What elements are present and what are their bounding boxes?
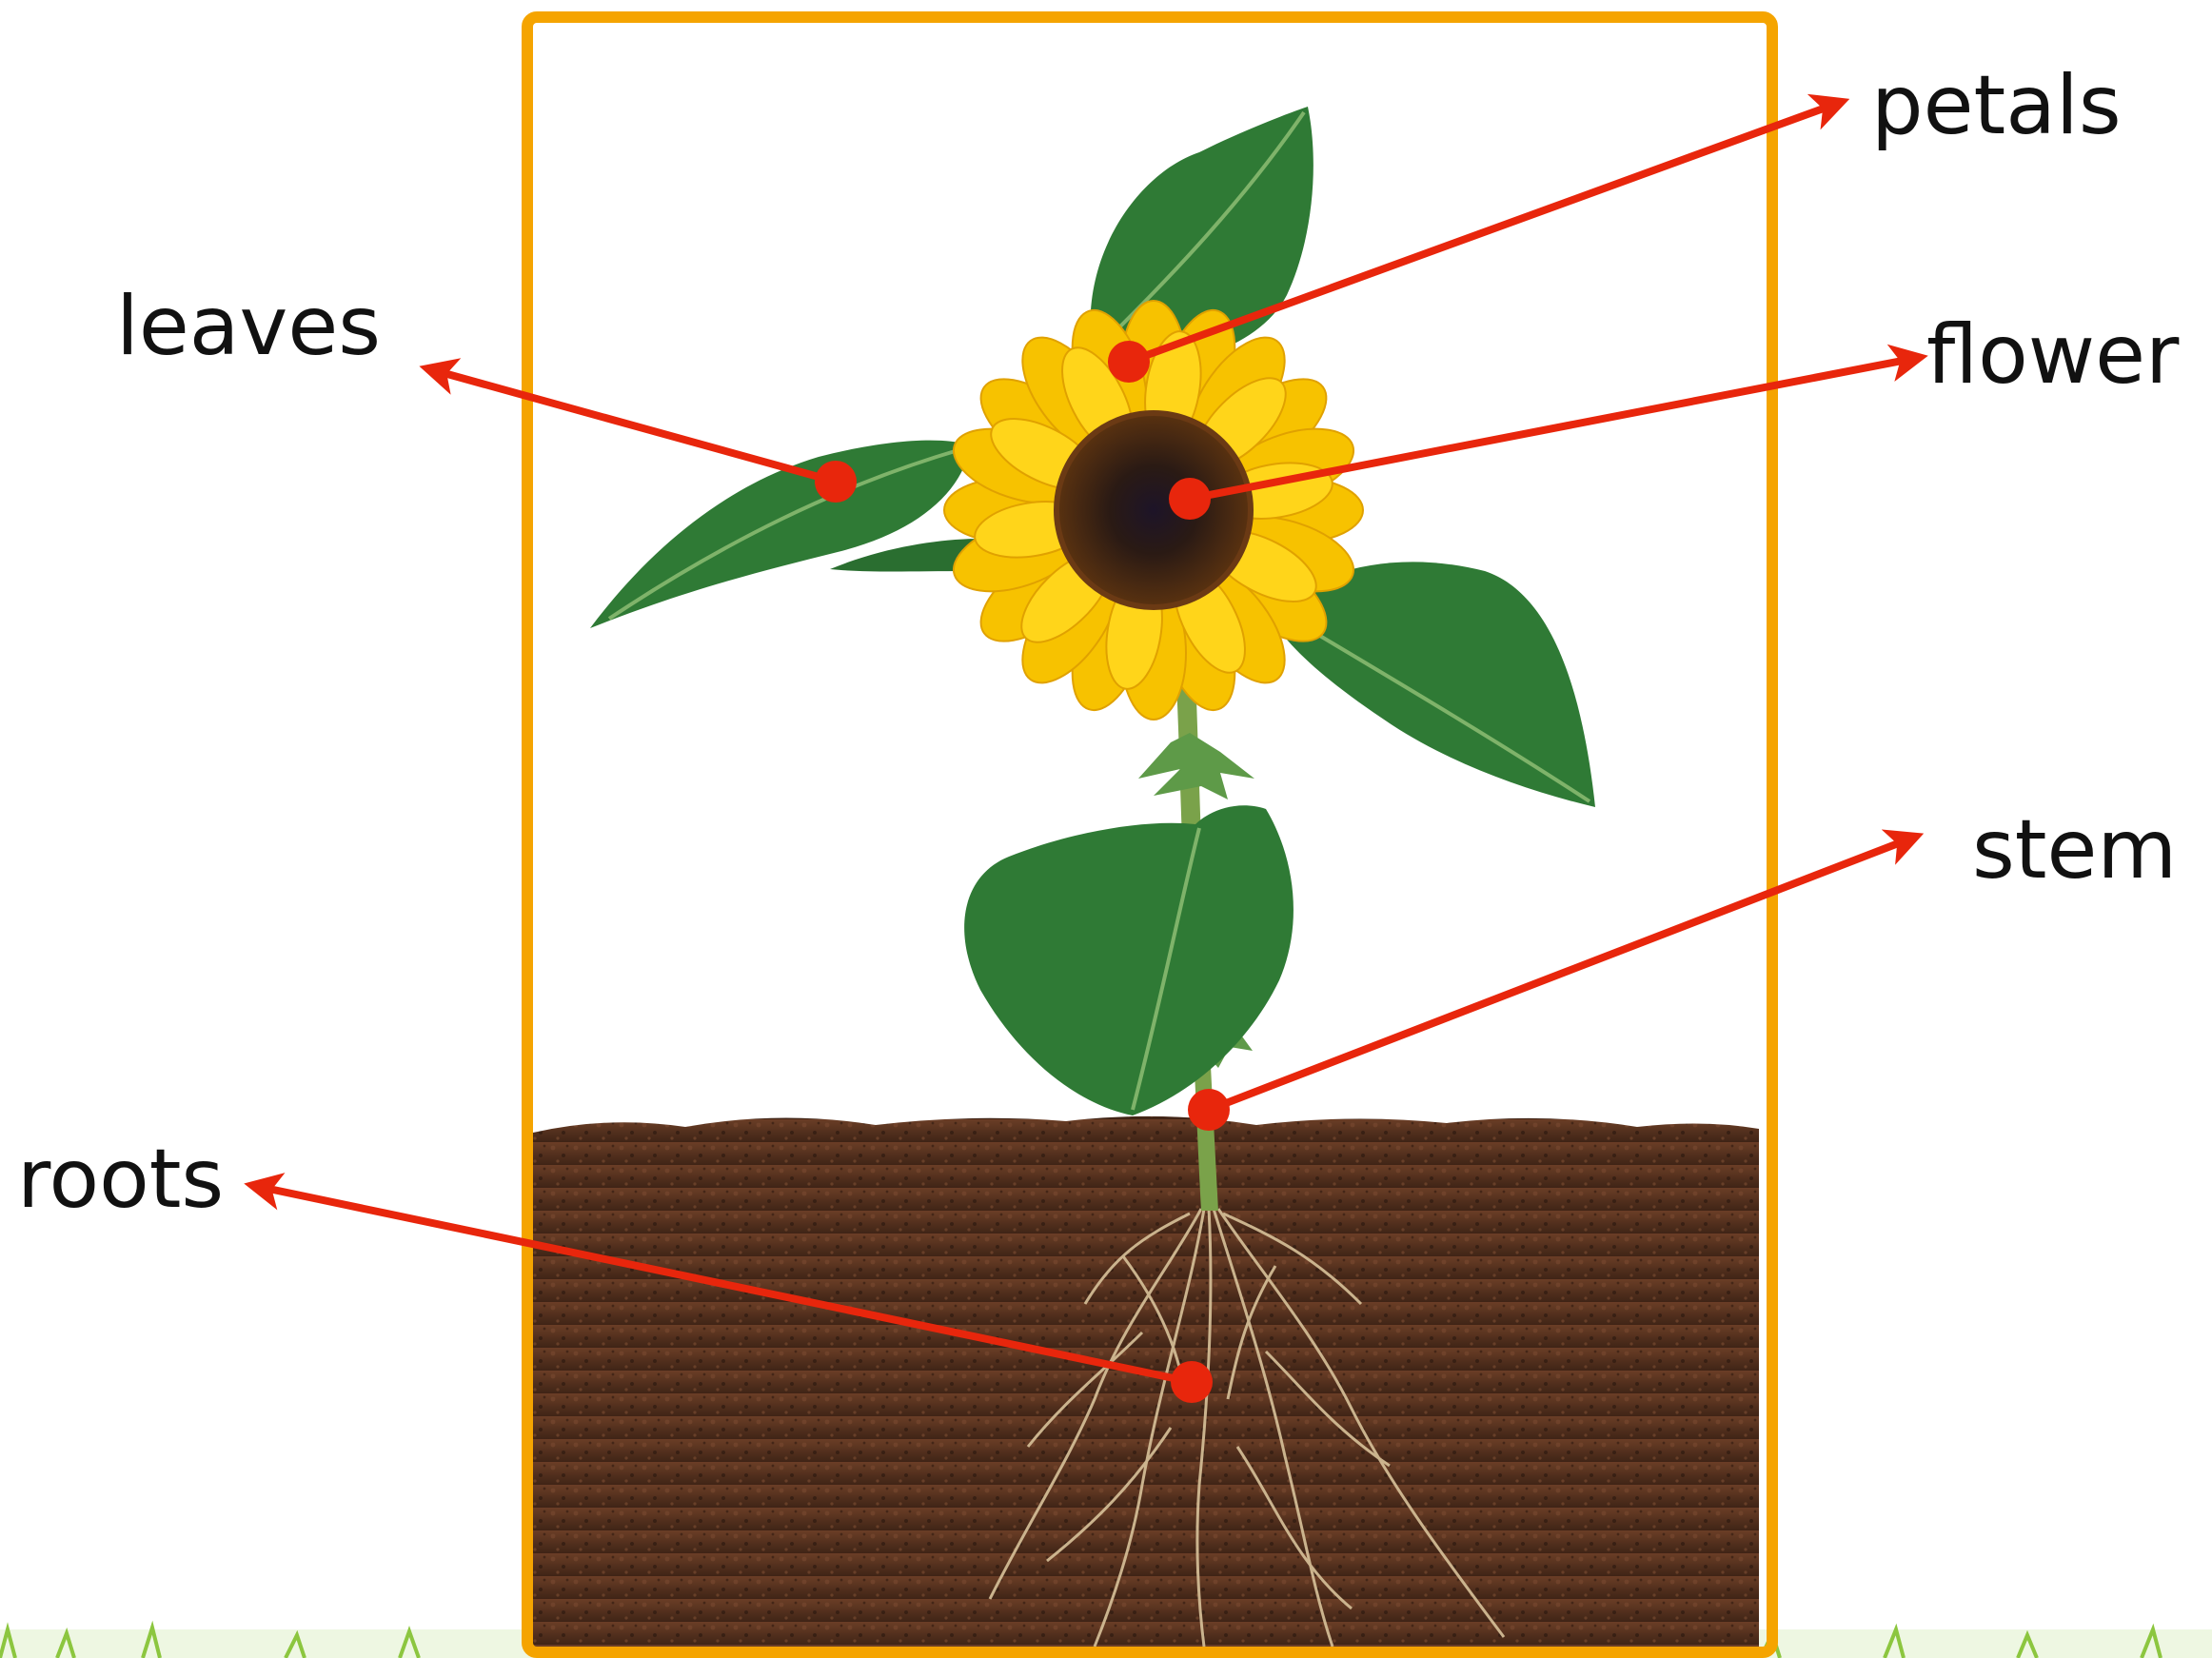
label-petals: petals (1871, 65, 2122, 147)
label-stem: stem (1972, 809, 2177, 891)
dot-roots (1171, 1361, 1213, 1403)
arrow-leaves (430, 369, 836, 482)
dot-leaves (815, 461, 857, 503)
arrow-stem (1209, 838, 1913, 1110)
dot-petals (1108, 341, 1150, 383)
label-roots: roots (17, 1138, 224, 1220)
label-leaves: leaves (116, 286, 381, 367)
dot-flower (1169, 478, 1211, 520)
dot-stem (1188, 1089, 1230, 1131)
label-flower: flower (1926, 314, 2179, 396)
soil (533, 1116, 1759, 1654)
leaf-middle (964, 805, 1294, 1115)
sunflower-head (944, 301, 1363, 720)
